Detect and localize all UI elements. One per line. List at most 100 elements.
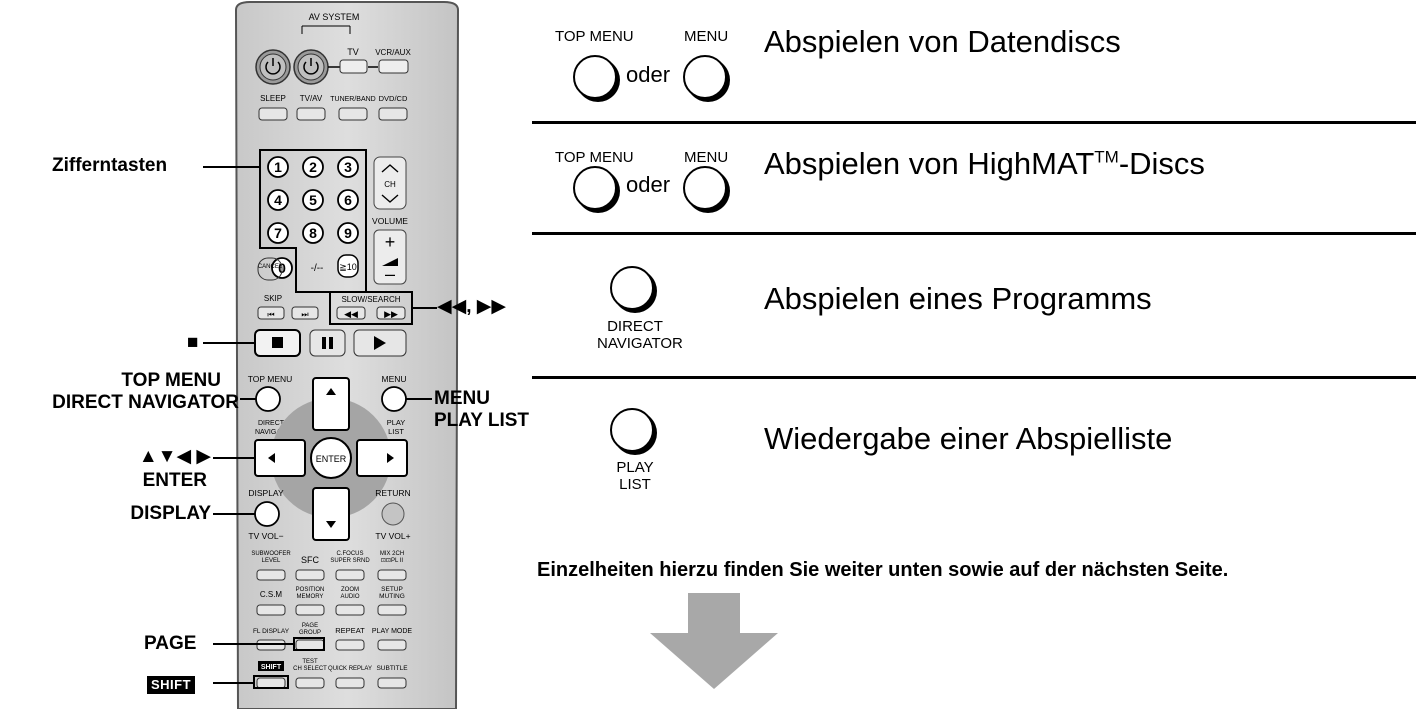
skip-label: SKIP [264,294,282,303]
power-button-1[interactable] [255,49,291,85]
repeat-button[interactable] [335,639,365,651]
row2-title-prefix: Abspielen von HighMAT [764,146,1095,181]
menu-button[interactable] [381,386,407,412]
top-menu-button[interactable] [255,386,281,412]
tv-av-label: TV/AV [300,94,323,103]
enter-button[interactable] [310,437,352,479]
stop-icon [272,337,283,348]
svg-text:8: 8 [309,225,317,241]
repeat-label: REPEAT [335,626,365,635]
digit-key-8[interactable]: 8 [302,222,324,244]
ch-up-icon [381,164,399,173]
right-button[interactable] [356,439,408,477]
volume-rocker[interactable] [373,229,407,285]
dvd-cd-button[interactable] [378,107,408,121]
mix2ch-button[interactable] [377,569,407,581]
tv-vol-plus-label: TV VOL+ [375,531,410,541]
digit-key-1[interactable]: 1 [267,156,289,178]
callout-menu: MENU [434,388,490,409]
shift-badge: SHIFT [147,676,196,694]
fast-forward-icon: ▶▶ [384,309,398,319]
zoom-audio-button[interactable] [335,604,365,616]
fast-forward-button[interactable] [376,306,406,320]
pause-button[interactable] [309,329,346,357]
subtitle-label: SUBTITLE [376,665,408,672]
skip-back-icon: ⏮ [267,310,274,319]
volume-wedge-icon [382,258,398,266]
tv-button[interactable] [339,59,368,74]
row2-top-menu-button[interactable] [573,166,617,210]
callout-stop: ■ [187,332,199,353]
power-button-2[interactable] [293,49,329,85]
vcr-aux-button[interactable] [378,59,409,74]
digit-key-5[interactable]: 5 [302,189,324,211]
tuner-band-button[interactable] [338,107,368,121]
position-memory-button[interactable] [295,604,325,616]
shift-button[interactable] [256,677,286,689]
row1-top-menu-button[interactable] [573,55,617,99]
return-button[interactable] [381,502,405,526]
up-icon [326,388,336,395]
sfc-button[interactable] [295,569,325,581]
tv-av-button[interactable] [296,107,326,121]
digit-key-3[interactable]: 3 [337,156,359,178]
row1-oder: oder [626,62,671,87]
skip-forward-button[interactable] [291,306,319,320]
remote-control: AV SYSTEM TV VCR/AUX SLEEP TV/AV TUNER/B… [203,1,460,709]
left-button[interactable] [254,439,306,477]
skip-back-button[interactable] [257,306,285,320]
ge10-button[interactable] [337,254,359,278]
digit-key-6[interactable]: 6 [337,189,359,211]
up-button[interactable] [312,377,350,431]
quick-replay-button[interactable] [335,677,365,689]
rewind-button[interactable] [336,306,366,320]
digit-key-2[interactable]: 2 [302,156,324,178]
callout-zifferntasten: Zifferntasten [52,155,168,176]
digit-key-9[interactable]: 9 [337,222,359,244]
subtitle-button[interactable] [377,677,407,689]
details-note: Einzelheiten hierzu finden Sie weiter un… [537,559,1229,581]
play-icon [374,336,386,350]
channel-rocker[interactable] [373,156,407,210]
row2-menu-label: MENU [684,149,729,166]
csm-button[interactable] [256,604,286,616]
cancel-button[interactable] [257,257,283,281]
row2-title-trademark: TM [1094,147,1119,167]
power-icon [303,61,319,75]
down-button[interactable] [312,487,350,541]
return-label: RETURN [375,488,410,498]
cfocus-button[interactable] [335,569,365,581]
sfc-label: SFC [301,555,320,565]
row4-play-list-button[interactable] [610,408,654,452]
test-ch-select-button[interactable] [295,677,325,689]
setup-muting-button[interactable] [377,604,407,616]
callout-direct-navigator: DIRECT NAVIGATOR [52,392,239,413]
row2-menu-button[interactable] [683,166,727,210]
digit-key-4[interactable]: 4 [267,189,289,211]
subwoofer-level-button[interactable] [256,569,286,581]
row1-menu-label: MENU [684,28,729,45]
row4-label-line2: LIST [619,476,651,493]
row1-menu-button[interactable] [683,55,727,99]
page-group-button[interactable] [295,639,325,651]
callout-top-menu: TOP MENU [121,370,221,391]
menu-label: MENU [381,374,406,384]
display-button[interactable] [254,501,280,527]
digit-key-7[interactable]: 7 [267,222,289,244]
svg-text:6: 6 [344,192,352,208]
down-arrow-icon [650,593,778,689]
ch-label: CH [384,180,396,189]
skip-forward-icon: ⏭ [301,310,308,319]
quick-replay-label: QUICK REPLAY [328,666,372,672]
row3-direct-navigator-button[interactable] [610,266,654,310]
svg-text:3: 3 [344,159,352,175]
sleep-button[interactable] [258,107,288,121]
tuner-band-label: TUNER/BAND [330,96,376,103]
play-mode-button[interactable] [377,639,407,651]
row4-title: Wiedergabe einer Abspielliste [764,421,1173,456]
